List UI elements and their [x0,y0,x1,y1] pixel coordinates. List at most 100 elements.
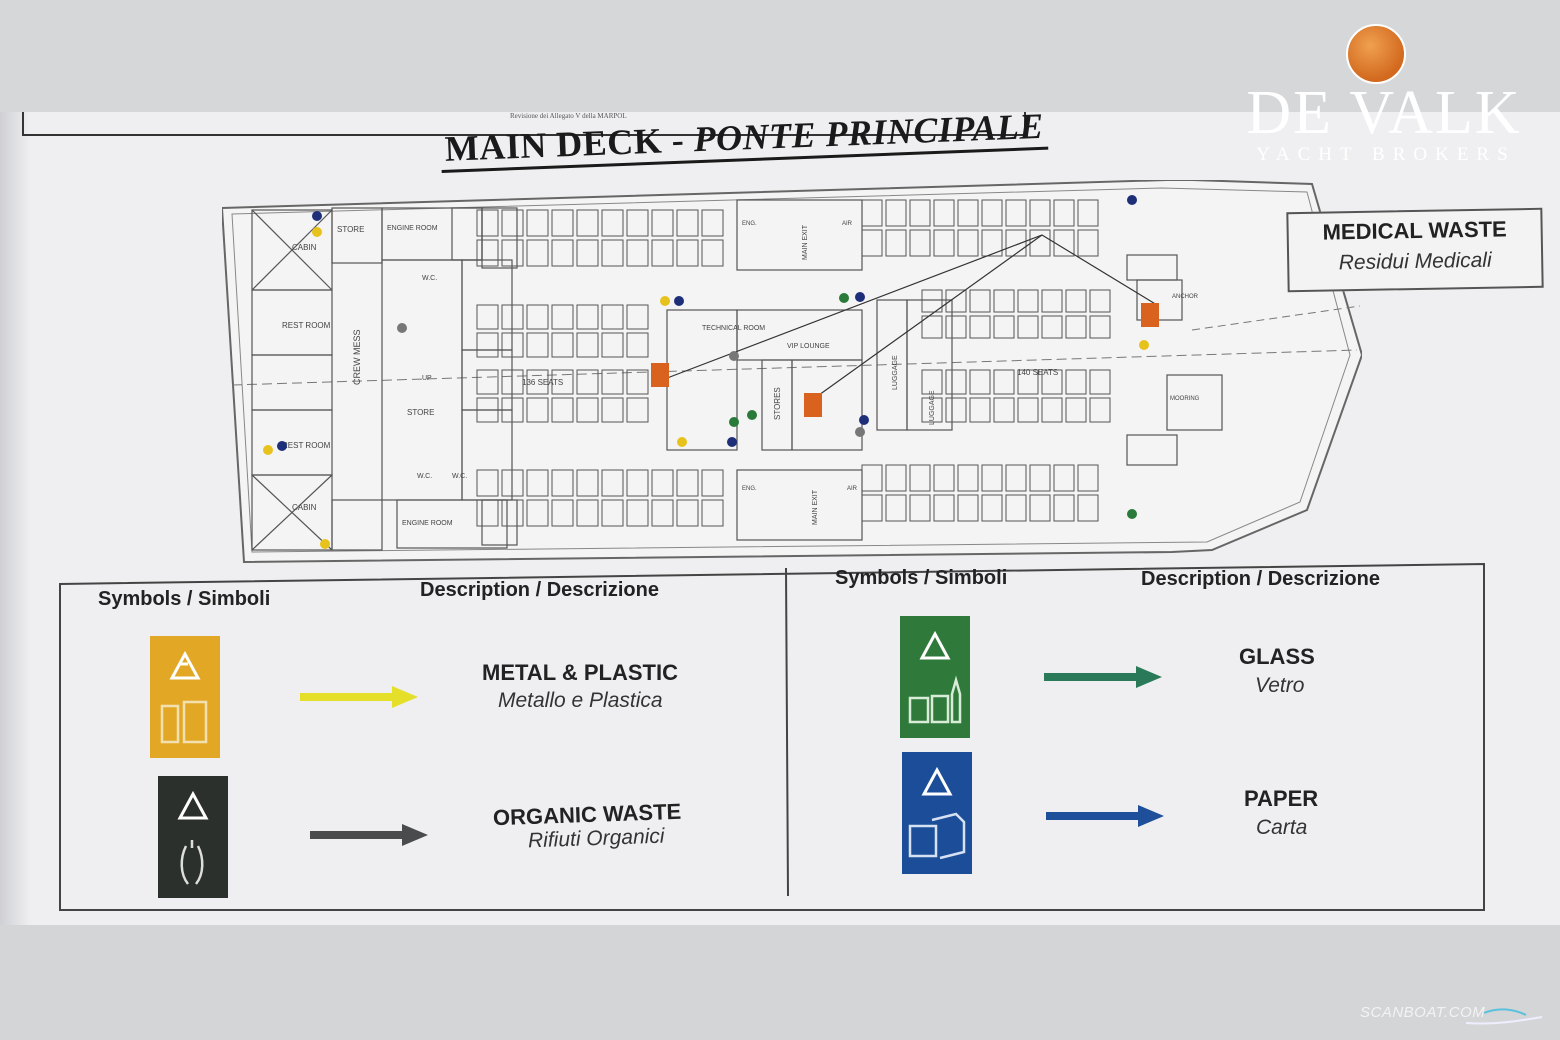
apple-core-icon [180,840,204,885]
seat [476,369,499,395]
centerline [231,349,1358,386]
seat [551,469,574,497]
seat [701,499,724,527]
svg-text:CABIN: CABIN [292,503,317,512]
glass-label: GLASS [1239,644,1315,669]
seat-counts: 136 SEATS 140 SEATS [522,368,1058,387]
seat [1005,494,1027,522]
seat [957,464,979,492]
logo-name: DE VALK [1246,79,1522,147]
paper-label-it: Carta [1256,816,1308,839]
seat [1041,289,1063,313]
seat [626,239,649,267]
title-block-frame [22,112,1026,136]
recycle-icon [921,766,953,796]
logo-tagline: YACHT BROKERS [1256,144,1516,165]
seat [885,464,907,492]
seat [501,332,524,358]
seat [476,397,499,423]
seat [501,239,524,267]
bottle-can-icon [160,700,208,744]
svg-text:W.C.: W.C. [452,473,467,480]
seat-count-fwd: 140 SEATS [1017,368,1058,377]
seat [933,494,955,522]
seat [526,332,549,358]
seat [1089,315,1111,339]
seat [1041,397,1063,423]
seat [993,369,1015,395]
seat [945,397,967,423]
seat [909,199,931,227]
svg-text:W.C.: W.C. [422,275,437,282]
recycle-icon [169,650,201,680]
seat [945,289,967,313]
seat [957,494,979,522]
seat [885,494,907,522]
seat [601,499,624,527]
seat [909,229,931,257]
seat [1089,369,1111,395]
seat [1017,315,1039,339]
seat [1029,464,1051,492]
seat [945,369,967,395]
medical-marker [804,393,822,417]
svg-text:AIR: AIR [842,221,853,227]
recycle-icon [177,790,209,820]
paper-label: PAPER [1244,786,1319,811]
seat [476,469,499,497]
seat [921,397,943,423]
seat [701,469,724,497]
organic-waste-label-it: Rifiuti Organici [527,824,665,853]
seat [501,397,524,423]
seat [551,304,574,330]
seat [551,239,574,267]
organic-waste-arrow [310,824,428,846]
de-valk-logo: DE VALK YACHT BROKERS [1234,24,1534,174]
seat [626,332,649,358]
seat [551,499,574,527]
seat [1065,289,1087,313]
seat [651,209,674,237]
metal-plastic-label: METAL & PLASTIC [482,660,678,685]
seat [981,199,1003,227]
svg-text:ANCHOR: ANCHOR [1172,294,1199,300]
seat [626,469,649,497]
seat [676,469,699,497]
seat [626,304,649,330]
seat [1053,464,1075,492]
left-description-header: Description / Descrizione [420,579,659,601]
seat [701,209,724,237]
svg-text:REST ROOM: REST ROOM [282,321,331,330]
deck-floor-plan: REST ROOM REST ROOM CABIN CABIN STORE EN… [222,180,1362,564]
waste-legend: Symbols / Simboli Description / Descrizi… [58,562,1486,912]
svg-text:ENGINE ROOM: ENGINE ROOM [402,520,453,527]
glass-label-it: Vetro [1255,674,1305,697]
seat [1077,199,1099,227]
seat [1005,199,1027,227]
seat [476,239,499,267]
seat [651,469,674,497]
medical-waste-en: MEDICAL WASTE [1322,216,1507,245]
bird-emblem-icon [1346,24,1406,84]
svg-text:STORE: STORE [337,225,364,234]
seat [1017,369,1039,395]
seat [551,332,574,358]
svg-text:REST ROOM: REST ROOM [282,441,331,450]
seat [501,499,524,527]
svg-text:MAIN EXIT: MAIN EXIT [812,489,819,525]
svg-text:LUGGAGE: LUGGAGE [929,390,936,425]
watermark-swoosh-icon [1465,1008,1543,1025]
background-top [0,0,1560,112]
watermark-text: SCANBOAT.COM [1360,1004,1486,1021]
seat [969,315,991,339]
seat [945,315,967,339]
seat [885,229,907,257]
seat [981,464,1003,492]
svg-text:MOORING: MOORING [1170,396,1200,402]
seat [626,369,649,395]
box-paper-icon [908,812,966,860]
crew-area: REST ROOM REST ROOM CABIN CABIN STORE EN… [251,207,518,551]
svg-text:UP: UP [422,375,432,382]
metal-plastic-symbol [150,636,220,758]
legend-frame [59,562,1485,911]
